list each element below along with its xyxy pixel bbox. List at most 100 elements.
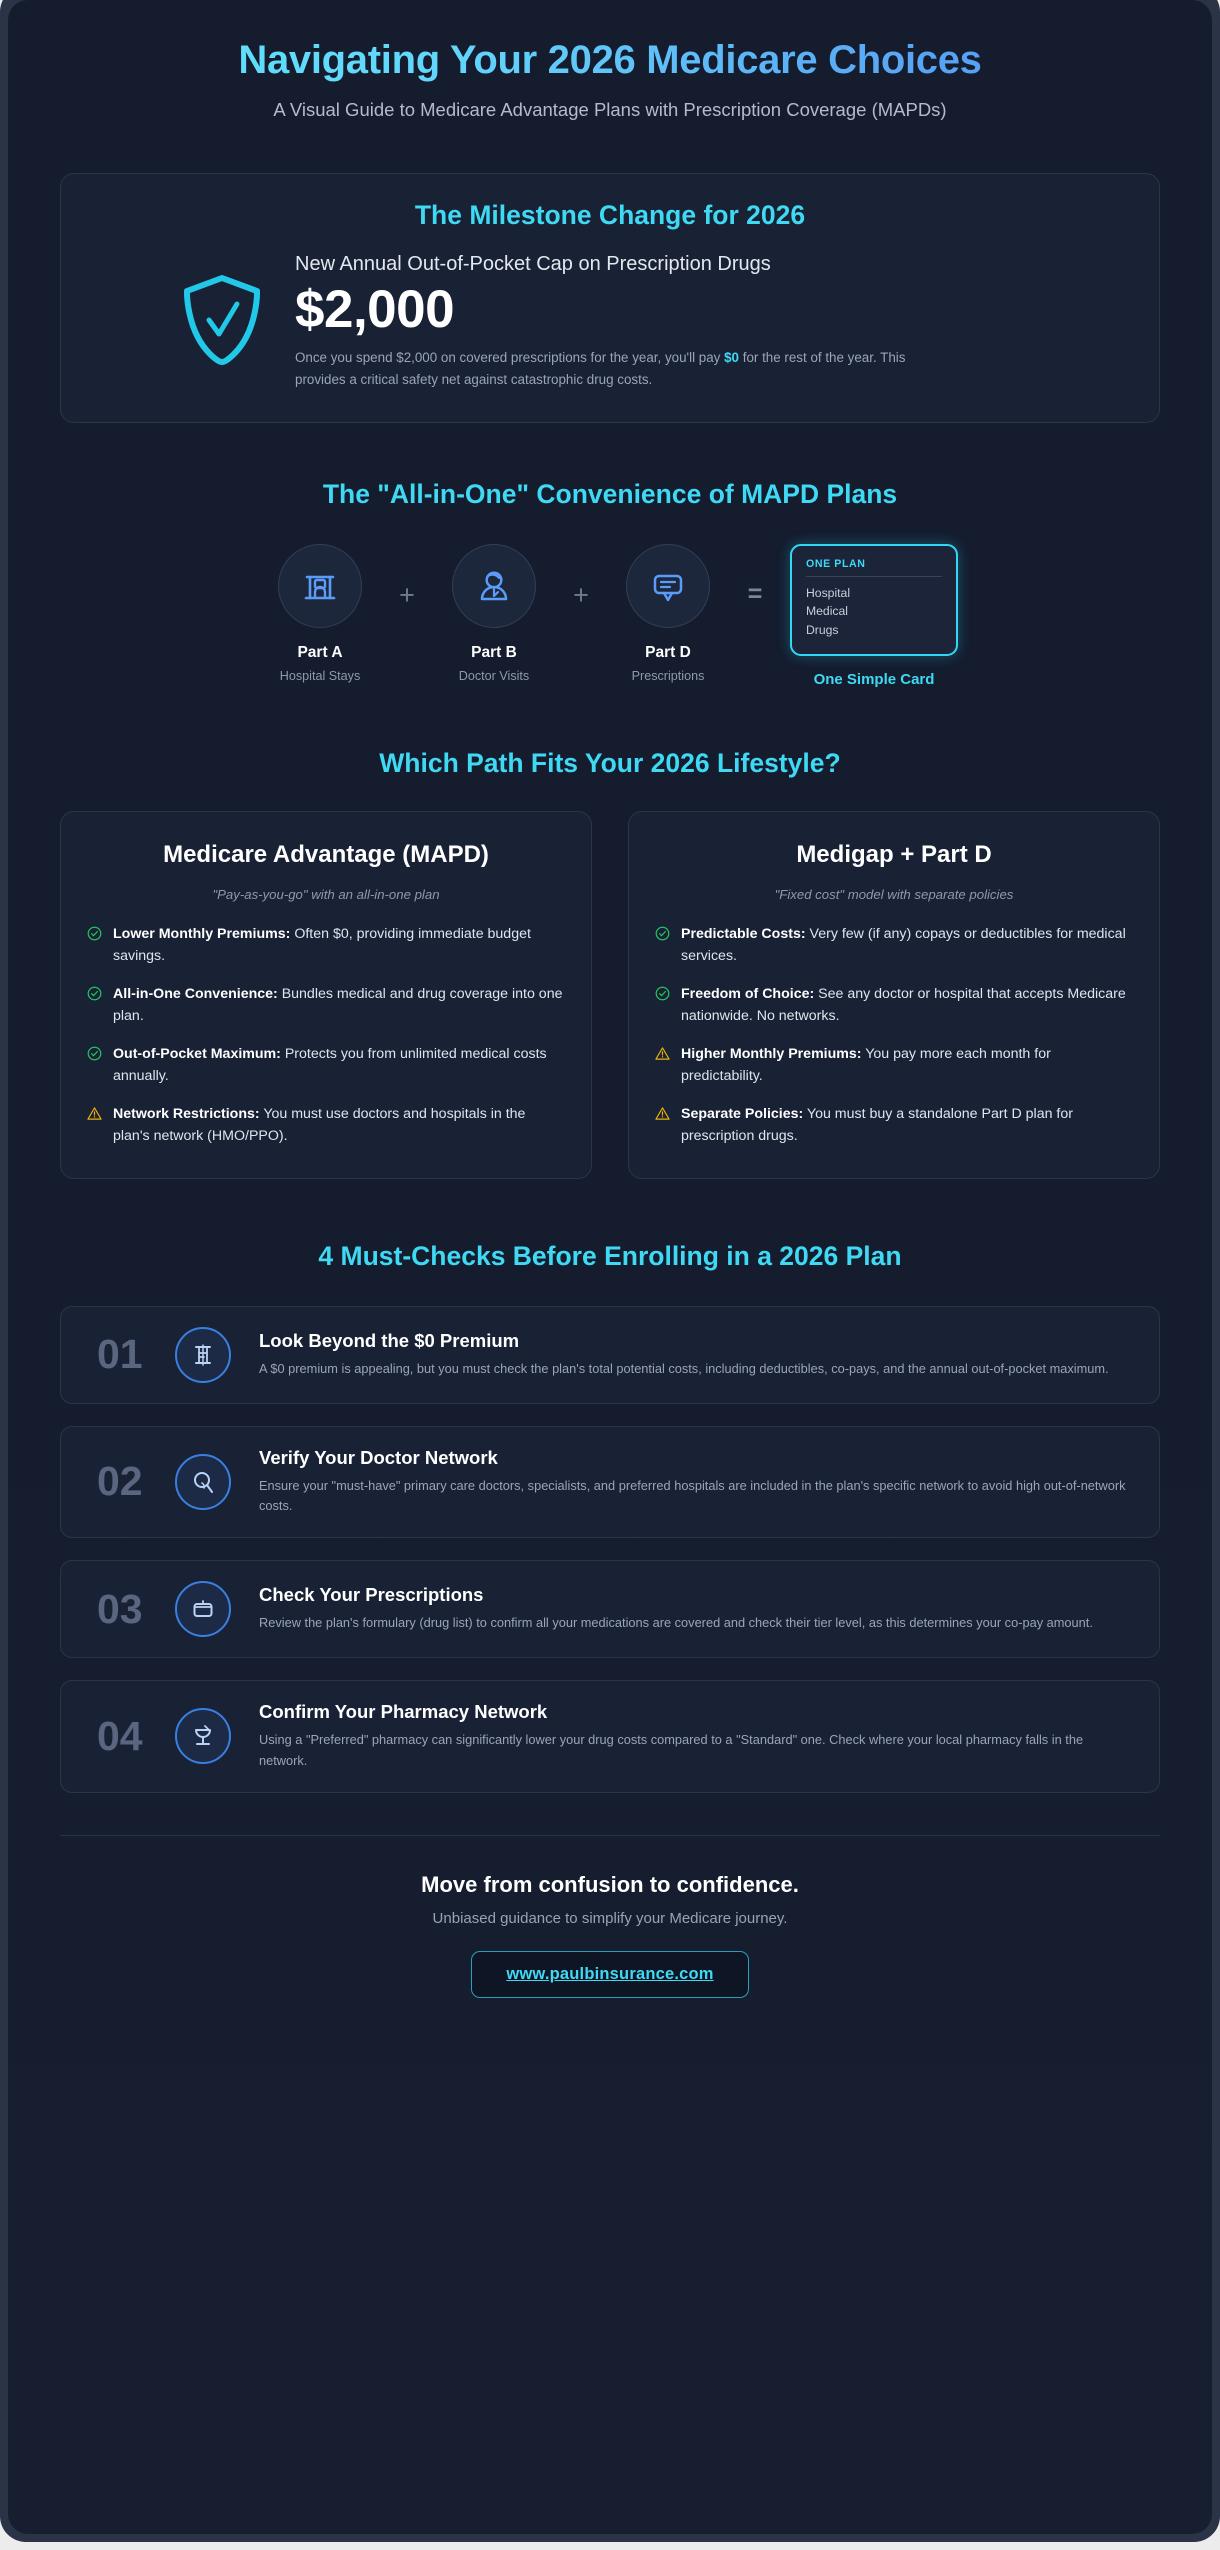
check-description: A $0 premium is appealing, but you must … xyxy=(259,1360,1109,1376)
hospital-building-icon xyxy=(278,543,362,628)
website-button[interactable]: www.paulbinsurance.com xyxy=(471,1950,749,1998)
list-item: Predictable Costs: Very few (if any) cop… xyxy=(655,924,1133,967)
check-number: 01 xyxy=(97,1331,143,1378)
list-item: Separate Policies: You must buy a standa… xyxy=(655,1104,1133,1147)
part-a-sub: Hospital Stays xyxy=(279,668,361,683)
must-checks-heading: 4 Must-Checks Before Enrolling in a 2026… xyxy=(318,1240,902,1271)
list-item-text: Protects you from unlimited medical cost… xyxy=(113,1046,547,1084)
one-plan-item-medical: Medical xyxy=(806,604,848,619)
equals-symbol: = xyxy=(747,579,763,608)
compare-card-medigap-title: Medigap + Part D xyxy=(796,841,992,869)
check-item-02: 02 Verify Your Doctor Network Ensure you… xyxy=(60,1425,1160,1539)
check-item-03: 03 Check Your Prescriptions Review the p… xyxy=(60,1560,1160,1659)
plus-symbol-1: + xyxy=(399,579,415,610)
footer-section: Move from confusion to confidence. Unbia… xyxy=(60,1834,1160,2038)
compare-card-medigap-subtitle: "Fixed cost" model with separate policie… xyxy=(774,887,1014,903)
footer-subtitle: Unbiased guidance to simplify your Medic… xyxy=(432,1909,788,1927)
check-number: 04 xyxy=(97,1712,143,1759)
one-plan-card: ONE PLAN Hospital Medical Drugs xyxy=(790,543,958,657)
part-a-name: Part A xyxy=(297,643,343,661)
check-title: Confirm Your Pharmacy Network xyxy=(259,1701,548,1723)
check-circle-icon xyxy=(87,986,102,1006)
pill-bottle-icon xyxy=(175,1581,231,1638)
list-item-text: Bundles medical and drug coverage into o… xyxy=(113,986,563,1024)
check-item-01: 01 Look Beyond the $0 Premium A $0 premi… xyxy=(60,1305,1160,1404)
list-item-term: Network Restrictions: xyxy=(113,1106,260,1123)
compare-heading: Which Path Fits Your 2026 Lifestyle? xyxy=(379,748,841,779)
list-item-term: Freedom of Choice: xyxy=(681,986,815,1003)
check-circle-icon xyxy=(655,986,670,1006)
one-plan-card-block: ONE PLAN Hospital Medical Drugs One Simp… xyxy=(784,543,964,689)
warning-triangle-icon xyxy=(87,1106,102,1126)
footer-title: Move from confusion to confidence. xyxy=(421,1871,799,1897)
check-item-04: 04 Confirm Your Pharmacy Network Using a… xyxy=(60,1680,1160,1793)
list-item-text: You must buy a standalone Part D plan fo… xyxy=(681,1106,1073,1145)
check-title: Check Your Prescriptions xyxy=(259,1584,484,1606)
list-item: Network Restrictions: You must use docto… xyxy=(87,1104,565,1147)
check-title: Verify Your Doctor Network xyxy=(259,1446,498,1468)
milestone-desc-part1: Once you spend $2,000 on covered prescri… xyxy=(295,350,725,366)
part-b-sub: Doctor Visits xyxy=(458,668,530,683)
stethoscope-icon xyxy=(175,1453,231,1510)
compare-card-mapd-title: Medicare Advantage (MAPD) xyxy=(163,841,489,869)
infographic-page: Navigating Your 2026 Medicare Choices A … xyxy=(8,0,1212,2534)
one-plan-item-drugs: Drugs xyxy=(806,623,839,638)
list-item-term: Separate Policies: xyxy=(681,1106,804,1123)
document-dollar-icon xyxy=(175,1326,231,1383)
must-checks-section: 4 Must-Checks Before Enrolling in a 2026… xyxy=(60,1241,1160,1793)
compare-card-mapd: Medicare Advantage (MAPD) "Pay-as-you-go… xyxy=(60,811,592,1179)
page-subtitle: A Visual Guide to Medicare Advantage Pla… xyxy=(273,99,947,120)
milestone-heading: The Milestone Change for 2026 xyxy=(414,200,806,230)
milestone-desc-part2: for the rest of the year. This provides … xyxy=(295,350,906,388)
compare-card-mapd-subtitle: "Pay-as-you-go" with an all-in-one plan xyxy=(212,887,440,903)
part-d-name: Part D xyxy=(645,643,691,661)
milestone-desc-highlight: $0 xyxy=(724,350,739,366)
check-number: 03 xyxy=(97,1585,143,1632)
doctor-person-icon xyxy=(452,543,536,628)
shield-check-icon xyxy=(179,272,265,373)
list-item-term: Out-of-Pocket Maximum: xyxy=(113,1046,281,1063)
check-circle-icon xyxy=(87,926,102,946)
all-in-one-heading: The "All-in-One" Convenience of MAPD Pla… xyxy=(322,478,898,509)
list-item: Freedom of Choice: See any doctor or hos… xyxy=(655,984,1133,1027)
compare-section: Which Path Fits Your 2026 Lifestyle? Med… xyxy=(60,748,1160,1179)
milestone-amount: $2,000 xyxy=(295,280,455,339)
check-description: Ensure your "must-have" primary care doc… xyxy=(259,1477,1126,1514)
list-item: Out-of-Pocket Maximum: Protects you from… xyxy=(87,1044,565,1087)
check-title: Look Beyond the $0 Premium xyxy=(259,1329,520,1351)
milestone-card: The Milestone Change for 2026 New Annual… xyxy=(60,173,1160,423)
part-a-block: Part A Hospital Stays xyxy=(256,543,384,683)
page-title: Navigating Your 2026 Medicare Choices xyxy=(60,38,1160,83)
list-item-text: Often $0, providing immediate budget sav… xyxy=(113,926,531,964)
warning-triangle-icon xyxy=(655,1046,670,1066)
check-description: Review the plan's formulary (drug list) … xyxy=(259,1615,1093,1631)
part-d-block: Part D Prescriptions xyxy=(604,543,732,683)
list-item-text: You pay more each month for predictabili… xyxy=(681,1046,1051,1084)
list-item-text: You must use doctors and hospitals in th… xyxy=(113,1106,526,1145)
list-item-term: Lower Monthly Premiums: xyxy=(113,926,291,943)
one-plan-card-header: ONE PLAN xyxy=(806,558,942,577)
warning-triangle-icon xyxy=(655,1106,670,1126)
plus-symbol-2: + xyxy=(573,579,589,610)
compare-card-medigap: Medigap + Part D "Fixed cost" model with… xyxy=(628,811,1160,1179)
milestone-label: New Annual Out-of-Pocket Cap on Prescrip… xyxy=(295,253,771,275)
milestone-description: Once you spend $2,000 on covered prescri… xyxy=(295,347,955,391)
list-item: All-in-One Convenience: Bundles medical … xyxy=(87,984,565,1027)
list-item: Higher Monthly Premiums: You pay more ea… xyxy=(655,1044,1133,1087)
check-circle-icon xyxy=(87,1046,102,1066)
hero-section: Navigating Your 2026 Medicare Choices A … xyxy=(60,0,1160,121)
check-circle-icon xyxy=(655,926,670,946)
list-item: Lower Monthly Premiums: Often $0, provid… xyxy=(87,924,565,967)
part-b-name: Part B xyxy=(471,643,517,661)
equation-row: Part A Hospital Stays + Part B Doctor Vi… xyxy=(60,543,1160,689)
check-description: Using a "Preferred" pharmacy can signifi… xyxy=(259,1732,1084,1768)
one-simple-card-caption: One Simple Card xyxy=(813,671,935,689)
all-in-one-section: The "All-in-One" Convenience of MAPD Pla… xyxy=(60,478,1160,689)
list-item-text: See any doctor or hospital that accepts … xyxy=(681,986,1126,1024)
list-item-term: Higher Monthly Premiums: xyxy=(681,1046,862,1063)
one-plan-item-hospital: Hospital xyxy=(806,585,851,600)
list-item-term: All-in-One Convenience: xyxy=(113,986,278,1003)
list-item-text: Very few (if any) copays or deductibles … xyxy=(681,926,1126,964)
mortar-pestle-icon xyxy=(175,1708,231,1765)
part-d-sub: Prescriptions xyxy=(631,668,705,683)
